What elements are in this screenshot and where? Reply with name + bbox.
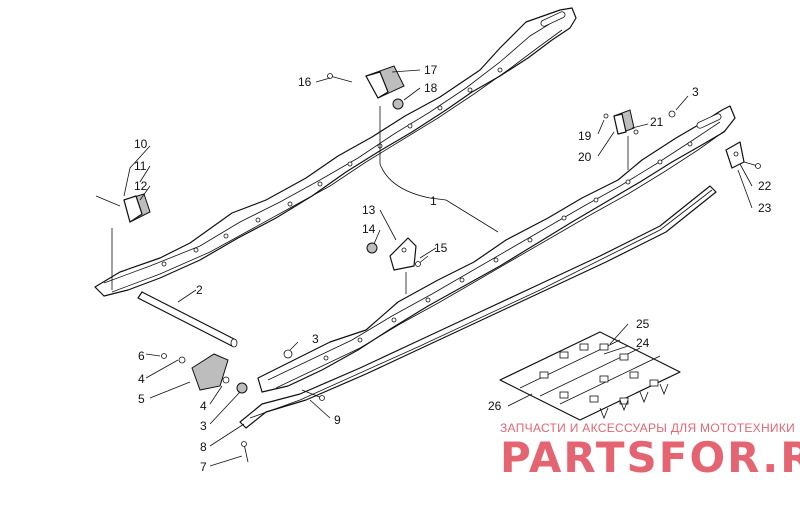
callout-26: 26 — [488, 399, 502, 413]
callout-4: 4 — [138, 372, 145, 386]
callout-25: 25 — [636, 317, 650, 331]
callout-6: 6 — [138, 349, 145, 363]
stopper-block-12 — [123, 193, 151, 223]
stopper-block-20 — [613, 109, 635, 135]
callout-8: 8 — [200, 440, 207, 454]
fasteners — [161, 73, 761, 463]
leader-lines — [95, 69, 753, 467]
bracket-13 — [366, 237, 417, 271]
idler-wheel-5 — [191, 349, 293, 394]
callout-21: 21 — [650, 115, 664, 129]
watermark: ЗАПЧАСТИ И АКСЕССУАРЫ ДЛЯ МОТОТЕХНИКИ PA… — [500, 421, 800, 482]
cross-shaft — [137, 291, 238, 348]
bracket-23 — [725, 141, 745, 169]
callout-3: 3 — [692, 85, 699, 99]
callout-18: 18 — [424, 81, 438, 95]
callout-20: 20 — [578, 150, 592, 164]
callout-23: 23 — [758, 201, 772, 215]
callout-24: 24 — [636, 336, 650, 350]
callout-15: 15 — [434, 241, 448, 255]
callout-4: 4 — [200, 399, 207, 413]
callout-3: 3 — [200, 419, 207, 433]
callout-7: 7 — [200, 460, 207, 474]
callout-9: 9 — [334, 413, 341, 427]
callout-10: 10 — [134, 137, 148, 151]
upper-rail — [94, 7, 577, 297]
callout-14: 14 — [362, 222, 376, 236]
hyfax-slide — [239, 185, 717, 429]
callout-19: 19 — [578, 129, 592, 143]
track-section — [499, 331, 681, 421]
callout-22: 22 — [758, 179, 772, 193]
stopper-block-17 — [365, 65, 405, 110]
watermark-brand: PARTSFOR.RU — [500, 433, 800, 482]
lower-rail — [257, 105, 736, 393]
callout-13: 13 — [362, 203, 376, 217]
callout-17: 17 — [424, 63, 438, 77]
callout-11: 11 — [134, 159, 147, 173]
callout-labels: 1 2 3 3 3 4 4 5 6 7 8 9 10 11 12 13 14 1… — [134, 63, 772, 474]
callout-3: 3 — [312, 332, 319, 346]
callout-1: 1 — [430, 194, 437, 208]
callout-16: 16 — [298, 75, 312, 89]
watermark-subtitle: ЗАПЧАСТИ И АКСЕССУАРЫ ДЛЯ МОТОТЕХНИКИ — [500, 421, 795, 435]
callout-5: 5 — [138, 392, 145, 406]
callout-12: 12 — [134, 179, 148, 193]
callout-2: 2 — [196, 283, 203, 297]
